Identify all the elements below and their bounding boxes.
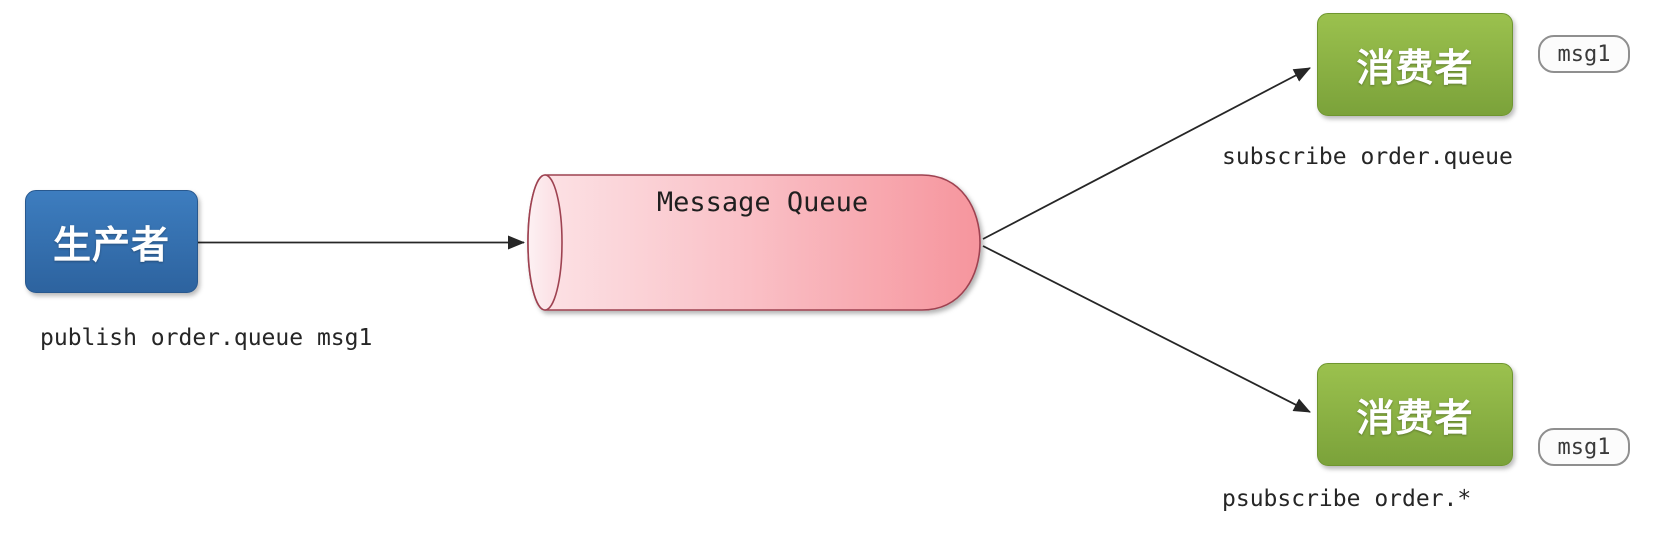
message-queue-label: Message Queue [656, 187, 869, 218]
publish-command-caption: publish order.queue msg1 [40, 325, 373, 351]
psubscribe-command-caption: psubscribe order.* [1222, 486, 1472, 512]
consumer1-node-label: 消费者 [1356, 46, 1474, 90]
consumer1-msg-badge-label: msg1 [1557, 41, 1611, 67]
queue-to-consumer1-arrow [982, 67, 1311, 240]
consumer1-node: 消费者 [1317, 13, 1513, 116]
consumer2-msg-badge: msg1 [1538, 428, 1630, 466]
consumer2-node-label: 消费者 [1356, 396, 1474, 440]
queue-to-consumer2-arrow [982, 245, 1311, 413]
producer-node: 生产者 [25, 190, 198, 293]
cylinder-left-cap [527, 174, 563, 311]
consumer2-msg-badge-label: msg1 [1557, 434, 1611, 460]
subscribe-command-caption: subscribe order.queue [1222, 144, 1513, 170]
message-queue-cylinder [527, 174, 981, 311]
consumer1-msg-badge: msg1 [1538, 35, 1630, 73]
consumer2-node: 消费者 [1317, 363, 1513, 466]
producer-node-label: 生产者 [52, 223, 170, 267]
